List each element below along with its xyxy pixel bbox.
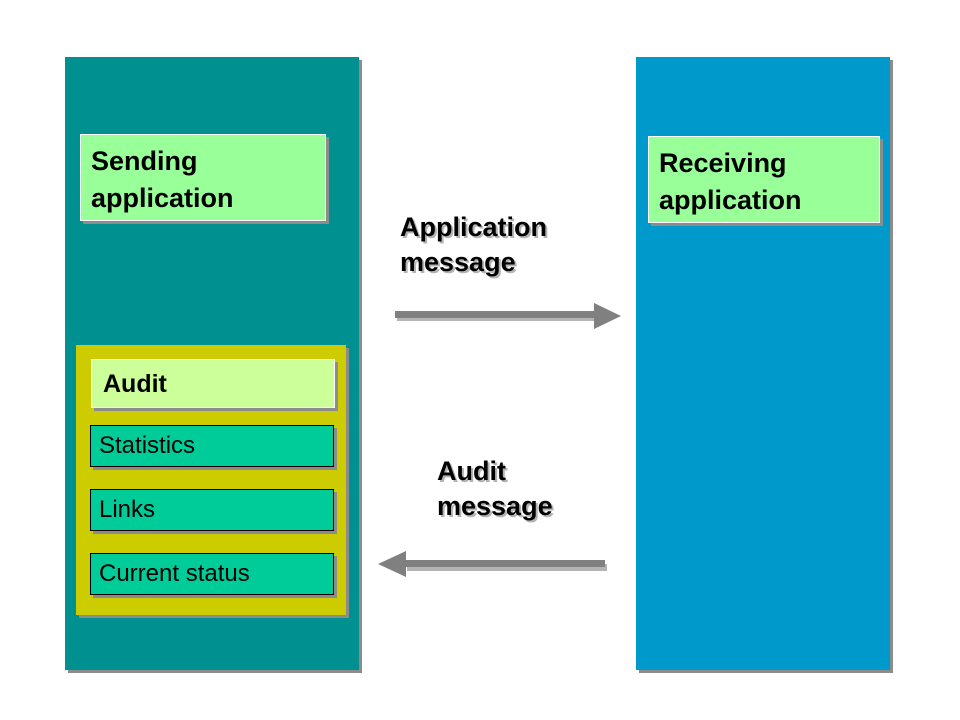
receiving-application-line1: Receiving [659,148,787,178]
audit-message-arrow [378,551,607,577]
sending-application-box: Sending application [80,134,326,221]
audit-message-line2: message [437,491,553,521]
sending-application-line1: Sending [91,146,198,176]
receiving-application-line2: application [659,185,802,215]
audit-item-links: Links [90,489,334,531]
application-message-arrow [395,303,621,329]
application-message-label: Application message [400,210,547,280]
audit-item-statistics: Statistics [90,425,334,467]
audit-message-line1: Audit [437,456,506,486]
application-message-line2: message [400,247,516,277]
sending-application-line2: application [91,183,234,213]
receiving-application-box: Receiving application [648,136,880,223]
audit-header: Audit [91,359,335,408]
audit-item-current-status: Current status [90,553,334,595]
audit-message-label: Audit message [437,454,553,524]
application-message-line1: Application [400,212,547,242]
